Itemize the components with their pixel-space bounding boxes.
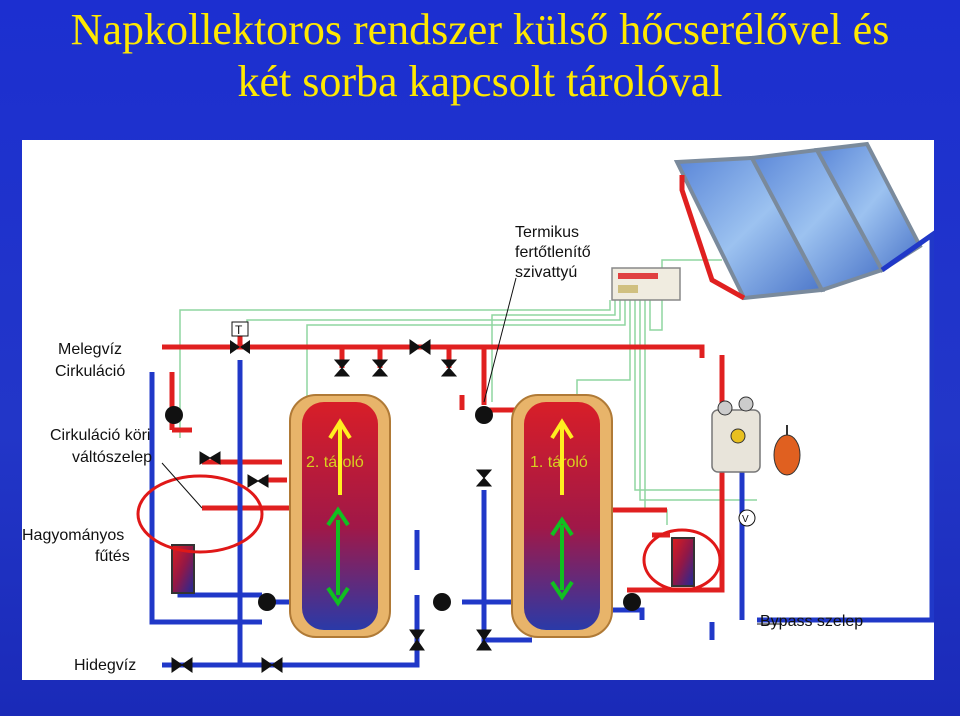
tank-1-up-arrow bbox=[550, 418, 574, 495]
valve-icon bbox=[247, 474, 269, 488]
label-termikus-2: fertőtlenítő bbox=[515, 244, 591, 261]
title-line-2: két sorba kapcsolt tárolóval bbox=[237, 57, 723, 106]
solar-collectors bbox=[673, 141, 923, 301]
t-symbol: T bbox=[235, 323, 243, 337]
title-line-1: Napkollektoros rendszer külső hőcserélőv… bbox=[70, 5, 890, 54]
label-hagyomanyos-1: Hagyományos bbox=[22, 527, 124, 544]
valve-icon bbox=[171, 657, 193, 673]
thermostatic-mixing-valve: T bbox=[230, 321, 250, 354]
tank-1-double-arrow bbox=[550, 516, 574, 601]
valve-icon bbox=[440, 359, 458, 377]
pumps bbox=[165, 406, 641, 611]
flow-arrows bbox=[326, 418, 574, 607]
label-cirk-valto-2: váltószelep bbox=[72, 449, 152, 466]
highlight-solar-exchanger bbox=[642, 528, 722, 592]
solar-circuit-pump-icon bbox=[623, 593, 641, 611]
valve-icon bbox=[475, 469, 493, 487]
tank-transfer-pump-icon bbox=[433, 593, 451, 611]
page-title: Napkollektoros rendszer külső hőcserélőv… bbox=[0, 4, 960, 108]
circulation-pump-icon bbox=[165, 406, 183, 424]
valve-icon bbox=[476, 629, 492, 651]
tank-1-label: 1. tároló bbox=[530, 454, 588, 471]
disinfection-pump-icon bbox=[475, 406, 493, 424]
heating-pump-icon bbox=[258, 593, 276, 611]
label-hidegviz: Hidegvíz bbox=[74, 657, 136, 674]
valves bbox=[171, 339, 493, 673]
label-termikus-1: Termikus bbox=[515, 224, 579, 241]
tank-2-label: 2. tároló bbox=[306, 454, 364, 471]
valve-icon bbox=[409, 629, 425, 651]
flow-sensor: V bbox=[738, 509, 756, 527]
label-hagyomanyos-2: fűtés bbox=[95, 548, 130, 565]
solar-heat-exchanger bbox=[671, 537, 695, 587]
label-termikus-3: szivattyú bbox=[515, 264, 577, 281]
valve-icon bbox=[333, 359, 351, 377]
valve-icon bbox=[371, 359, 389, 377]
valve-icon bbox=[199, 451, 221, 465]
label-cirkulacio: Cirkuláció bbox=[55, 363, 125, 380]
pointer-lines bbox=[161, 277, 782, 625]
controller-unit bbox=[611, 267, 681, 301]
valve-icon bbox=[409, 339, 431, 355]
tank-2-up-arrow bbox=[328, 418, 352, 495]
highlight-circulation-valve bbox=[136, 474, 264, 554]
heating-heat-exchanger bbox=[171, 544, 195, 594]
label-melegviz: Melegvíz bbox=[58, 341, 122, 358]
label-bypass: Bypass szelep bbox=[760, 613, 863, 630]
v-symbol: V bbox=[742, 514, 749, 525]
valve-icon bbox=[261, 657, 283, 673]
solar-system-diagram: 2. tároló 1. tároló bbox=[22, 140, 934, 680]
tank-2-double-arrow bbox=[326, 506, 350, 607]
expansion-vessel bbox=[773, 425, 801, 476]
label-cirk-valto-1: Cirkuláció köri bbox=[50, 427, 150, 444]
tank-1: 1. tároló bbox=[511, 394, 613, 638]
solar-pump-station bbox=[711, 396, 761, 473]
